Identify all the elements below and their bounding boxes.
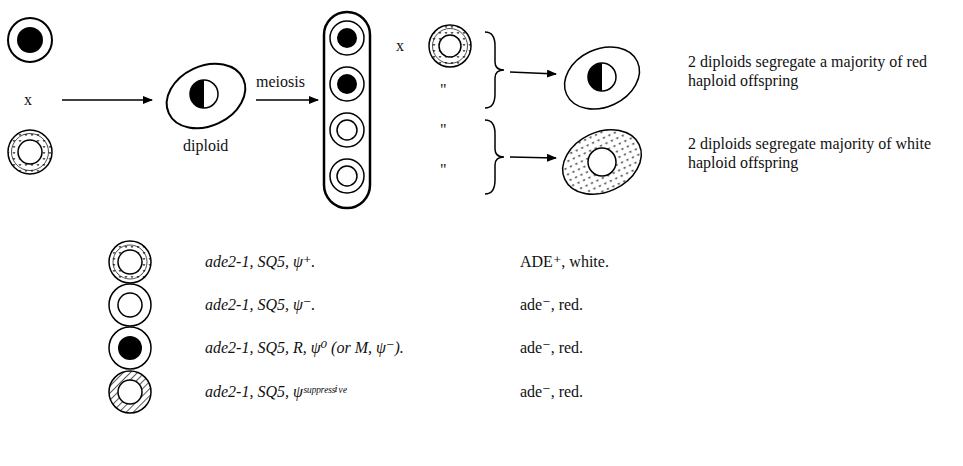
legend-genotype: ade2-1, SQ5, ψ⁻. [205, 295, 315, 314]
phenotype: ade⁻, red. [520, 295, 583, 314]
arrow [510, 72, 556, 74]
ditto-mark: " [440, 80, 447, 99]
ditto-mark: " [440, 160, 447, 179]
phenotype: ade⁻, red. [520, 338, 583, 357]
result-note: 2 diploids segregate majority of white h… [688, 134, 953, 172]
ditto-mark: " [440, 120, 447, 139]
result-note: 2 diploids segregate a majority of red h… [688, 52, 953, 90]
phenotype: ADE⁺, white. [520, 252, 609, 271]
step-label: meiosis [256, 72, 305, 91]
brace [485, 120, 504, 194]
brace [485, 32, 504, 108]
diploid-cell: diploid [158, 58, 254, 158]
cell-red [8, 18, 52, 62]
cross-sign: x [396, 36, 404, 55]
legend-genotype: ade2-1, SQ5, R, ψ⁰ (or M, ψ⁻). [205, 338, 404, 357]
legend-genotype: ade2-1, SQ5, ψˢᵘᵖᵖʳᵉˢˢⁱᵛᵉ [205, 382, 346, 401]
legend-genotype: ade2-1, SQ5, ψ⁺. [205, 252, 315, 271]
arrow [256, 99, 318, 101]
legend-cell-symbol [106, 324, 154, 372]
node-label: diploid [183, 136, 228, 155]
legend-cell-symbol [106, 368, 154, 416]
cross-sign: x [24, 90, 32, 109]
arrow [510, 157, 556, 158]
legend-cell-symbol [106, 281, 154, 329]
ascus [324, 12, 370, 208]
cell-white [429, 25, 471, 67]
diploid-white [552, 117, 652, 206]
diploid-red [554, 35, 649, 121]
arrow [62, 99, 152, 101]
legend-cell-symbol [106, 238, 154, 286]
cell-white [8, 130, 52, 174]
phenotype: ade⁻, red. [520, 382, 583, 401]
